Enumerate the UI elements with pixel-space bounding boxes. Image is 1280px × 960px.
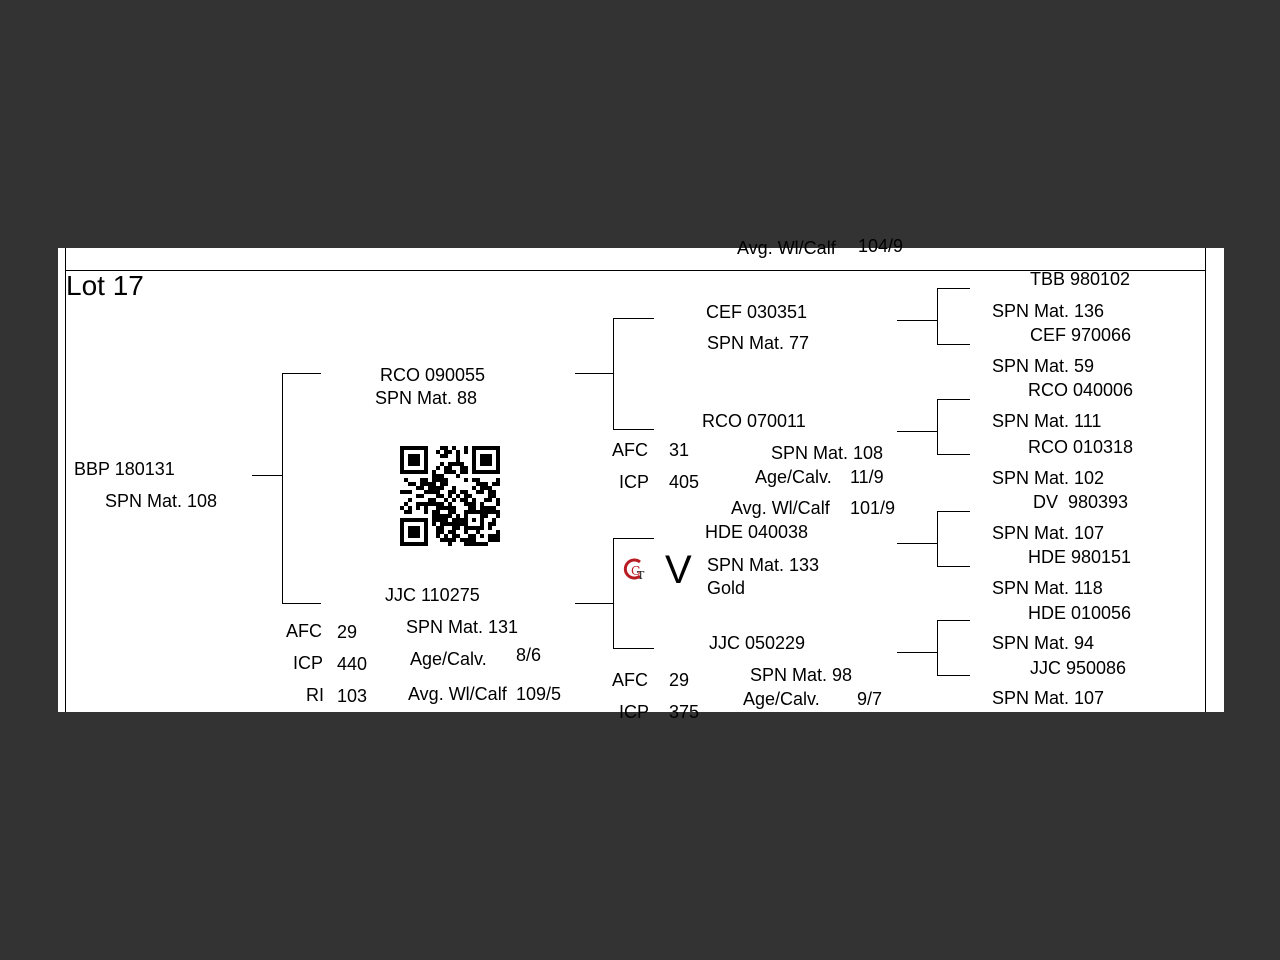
ds-spn: SPN Mat. 133 [707, 555, 820, 575]
bracket-line [937, 399, 938, 455]
dam-age-value: 8/6 [516, 645, 542, 665]
dam-afc-value: 29 [337, 622, 358, 642]
bracket-line [937, 566, 970, 567]
bracket-line [897, 652, 937, 653]
sd-avg-label: Avg. Wl/Calf [731, 498, 830, 518]
bracket-line [575, 603, 613, 604]
ggp-id: DV 980393 [1033, 492, 1129, 512]
bracket-line [613, 648, 654, 649]
dd-age-label: Age/Calv. [743, 689, 820, 709]
ss-spn: SPN Mat. 77 [707, 333, 810, 353]
sd-afc-value: 31 [669, 440, 690, 460]
dd-age-value: 9/7 [857, 689, 883, 709]
bracket-line [937, 344, 970, 345]
animal-spn: SPN Mat. 108 [105, 491, 218, 511]
dam-spn: SPN Mat. 131 [406, 617, 519, 637]
bracket-line [937, 620, 970, 621]
sd-icp-value: 405 [669, 472, 700, 492]
section-divider [65, 270, 1206, 271]
ds-id: HDE 040038 [705, 522, 809, 542]
bracket-line [897, 543, 937, 544]
bracket-line [613, 538, 654, 539]
sd-icp-label: ICP [619, 472, 650, 492]
bracket-line [282, 373, 321, 374]
bracket-line [252, 475, 282, 476]
bracket-line [937, 511, 938, 567]
ggp-spn: SPN Mat. 94 [992, 633, 1095, 653]
bracket-line [937, 288, 970, 289]
bracket-line [937, 288, 938, 345]
sire-spn: SPN Mat. 88 [375, 388, 478, 408]
ggp-id: RCO 010318 [1028, 437, 1134, 457]
animal-id: BBP 180131 [74, 459, 175, 479]
bracket-line [575, 373, 613, 374]
bracket-line [282, 373, 283, 603]
svg-text:G: G [631, 564, 641, 578]
bracket-line [613, 538, 614, 649]
bracket-line [937, 454, 970, 455]
dam-icp-value: 440 [337, 654, 368, 674]
sd-id: RCO 070011 [702, 411, 806, 431]
bracket-line [613, 429, 654, 430]
dam-ri-label: RI [306, 685, 324, 705]
dam-id: JJC 110275 [385, 585, 480, 605]
qr-code-icon [400, 446, 500, 546]
ds-mark: V [665, 548, 692, 592]
prev-avg-label: Avg. Wl/Calf [737, 238, 836, 258]
sire-id: RCO 090055 [380, 365, 486, 385]
dam-age-label: Age/Calv. [410, 649, 487, 669]
svg-text:T: T [637, 569, 645, 582]
ss-id: CEF 030351 [706, 302, 808, 322]
dam-afc-label: AFC [286, 621, 322, 641]
ggp-id: HDE 010056 [1028, 603, 1132, 623]
bracket-line [897, 431, 937, 432]
page-border-right [1205, 248, 1206, 712]
ggp-spn: SPN Mat. 111 [992, 411, 1102, 431]
bracket-line [613, 318, 614, 430]
dd-icp-value: 375 [669, 702, 700, 722]
dam-ri-value: 103 [337, 686, 368, 706]
ggp-spn: SPN Mat. 107 [992, 688, 1105, 708]
bracket-line [897, 320, 937, 321]
dam-icp-label: ICP [293, 653, 324, 673]
bracket-line [282, 603, 321, 604]
dd-spn: SPN Mat. 98 [750, 665, 853, 685]
dd-afc-value: 29 [669, 670, 690, 690]
dam-avg-label: Avg. Wl/Calf [408, 684, 507, 704]
bracket-line [937, 675, 970, 676]
sd-avg-value: 101/9 [850, 498, 896, 518]
page-border-left [65, 248, 66, 712]
sd-age-value: 11/9 [850, 467, 884, 487]
dd-afc-label: AFC [612, 670, 648, 690]
ggp-id: RCO 040006 [1028, 380, 1134, 400]
ggp-spn: SPN Mat. 136 [992, 301, 1105, 321]
sd-age-label: Age/Calv. [755, 467, 832, 487]
prev-avg-value: 104/9 [858, 236, 904, 256]
ggp-id: TBB 980102 [1030, 269, 1131, 289]
ds-badge: Gold [707, 578, 746, 598]
ggp-spn: SPN Mat. 59 [992, 356, 1095, 376]
dd-icp-label: ICP [619, 702, 650, 722]
ggp-id: CEF 970066 [1030, 325, 1132, 345]
ggp-id: HDE 980151 [1028, 547, 1132, 567]
bracket-line [937, 511, 970, 512]
ggp-spn: SPN Mat. 102 [992, 468, 1105, 488]
bracket-line [613, 318, 654, 319]
ggp-spn: SPN Mat. 118 [992, 578, 1103, 598]
sd-spn: SPN Mat. 108 [771, 443, 884, 463]
bracket-line [937, 620, 938, 676]
bracket-line [937, 399, 970, 400]
lot-title: Lot 17 [66, 270, 144, 301]
dd-id: JJC 050229 [709, 633, 806, 653]
dam-avg-value: 109/5 [516, 684, 562, 704]
ggp-spn: SPN Mat. 107 [992, 523, 1105, 543]
sd-afc-label: AFC [612, 440, 648, 460]
pedigree-page: Avg. Wl/Calf 104/9 Lot 17 BBP 180131 SPN… [58, 236, 1224, 722]
gt-logo-icon: G T [623, 558, 645, 582]
ggp-id: JJC 950086 [1030, 658, 1127, 678]
